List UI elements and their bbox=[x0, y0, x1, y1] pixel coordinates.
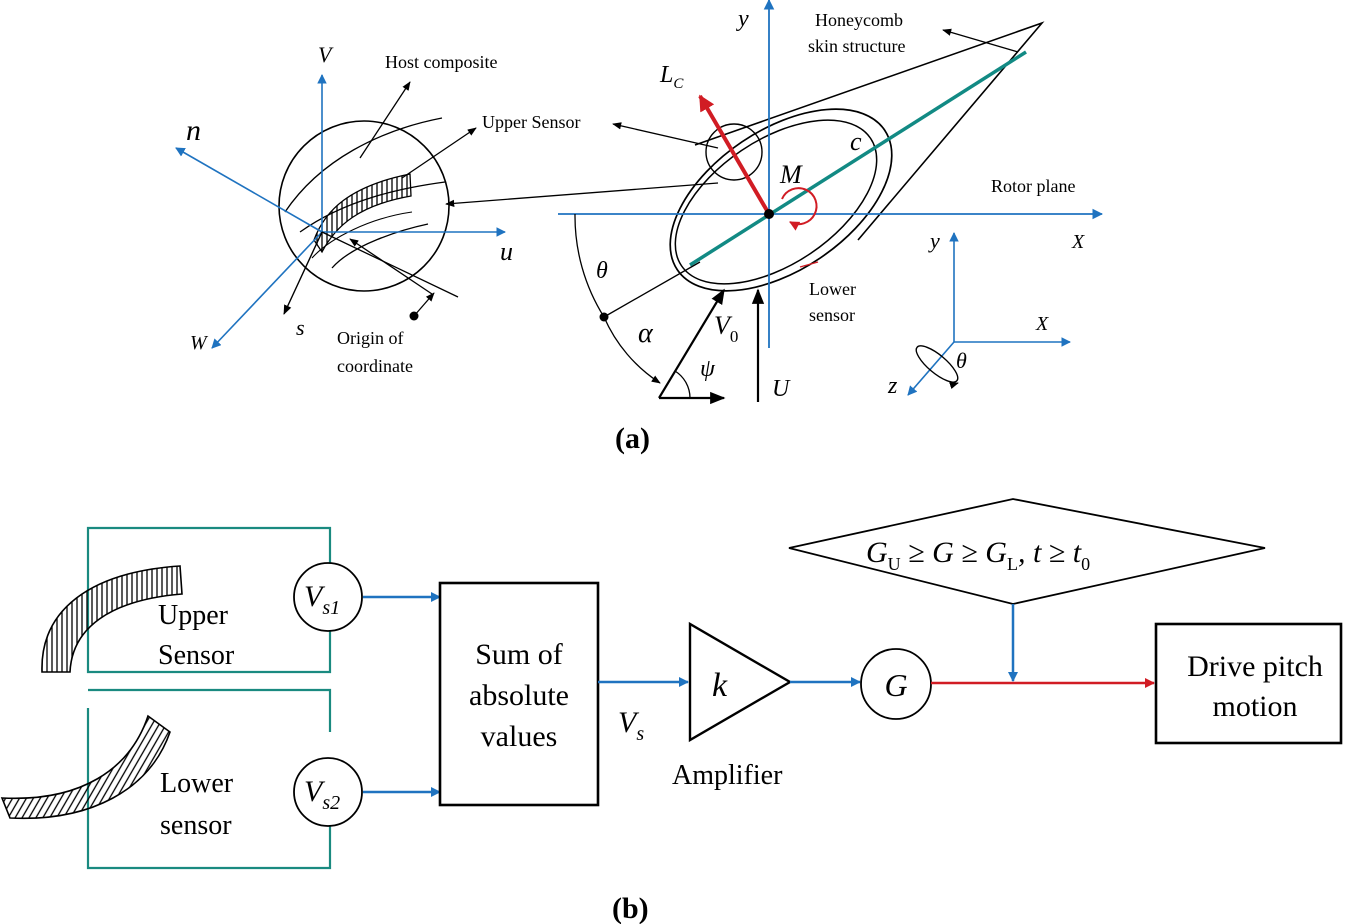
tangent-line bbox=[321, 231, 459, 298]
pitch-axis-dot bbox=[764, 209, 774, 219]
w-axis bbox=[211, 231, 323, 349]
lc-label: LC bbox=[659, 62, 684, 92]
upper-sensor-pointer bbox=[401, 127, 477, 179]
condition-diamond bbox=[788, 498, 1266, 605]
u-flow-label: U bbox=[772, 376, 791, 402]
honeycomb-wedge bbox=[694, 21, 1045, 241]
triad-z-axis bbox=[907, 341, 955, 396]
honeycomb-label-line2: skin structure bbox=[808, 36, 905, 56]
lower-sensor-text-line1: Lower bbox=[160, 768, 234, 799]
upper-sensor-label: Upper Sensor bbox=[482, 112, 580, 132]
condition-text: GU ≥ G ≥ GL, t ≥ t0 bbox=[866, 536, 1090, 574]
alpha-arc bbox=[603, 316, 661, 384]
airfoil-outer bbox=[669, 108, 893, 292]
vs2-label: Vs2 bbox=[304, 775, 340, 814]
lift-arrow bbox=[698, 94, 771, 216]
lower-sensor-text-line2: sensor bbox=[160, 810, 232, 841]
host-layer-curve bbox=[311, 211, 413, 259]
alpha-label: α bbox=[638, 318, 654, 349]
moment-label: M bbox=[779, 160, 803, 189]
origin-pointer bbox=[413, 292, 435, 317]
v-axis-label: V bbox=[318, 42, 334, 67]
n-axis bbox=[175, 147, 323, 233]
triad-rotation-arrow bbox=[949, 382, 959, 390]
sum-text-line3: values bbox=[481, 720, 558, 753]
vs1-node bbox=[293, 562, 363, 632]
host-composite-label: Host composite bbox=[385, 52, 498, 72]
drive-block bbox=[1154, 622, 1343, 745]
upper-sensor-text-line1: Upper bbox=[158, 600, 229, 631]
sum-text-line1: Sum of bbox=[475, 638, 563, 671]
v0-vector bbox=[658, 288, 725, 399]
vs-label: Vs bbox=[618, 706, 644, 745]
lower-sensor-label-line2: sensor bbox=[809, 305, 855, 325]
s-axis-label: s bbox=[296, 315, 305, 340]
angle-vertex-dot bbox=[599, 312, 609, 322]
v0-label: V0 bbox=[714, 311, 738, 346]
psi-arc bbox=[674, 370, 691, 399]
amplifier-triangle bbox=[688, 621, 793, 743]
drive-text-line1: Drive pitch bbox=[1187, 650, 1323, 683]
lower-sensor-shape bbox=[0, 714, 171, 820]
n-axis-label: n bbox=[186, 114, 201, 147]
airfoil-inner bbox=[674, 119, 878, 285]
caption-a: (a) bbox=[615, 422, 650, 455]
moment-arc bbox=[781, 187, 818, 231]
u-axis-label: u bbox=[500, 237, 513, 266]
origin-label-line1: Origin of bbox=[337, 328, 404, 348]
triad-rotation bbox=[915, 345, 959, 383]
honeycomb-pointer bbox=[942, 28, 1019, 53]
lower-sensor-mark bbox=[799, 261, 819, 268]
zoom-connector-upper bbox=[612, 122, 719, 149]
triad-y-label: y bbox=[928, 228, 940, 253]
host-layer-curve bbox=[331, 223, 429, 269]
vs1-label: Vs1 bbox=[304, 580, 340, 619]
upper-sensor-spot bbox=[705, 123, 763, 181]
amplifier-label: Amplifier bbox=[672, 760, 783, 791]
panel-a-sphere: V n u W s Host composite Upper Sensor Or… bbox=[175, 42, 719, 376]
lower-sensor-label-line1: Lower bbox=[809, 279, 856, 299]
panel-a-airfoil: y LC M c Honeycomb skin structure Rotor … bbox=[558, 0, 1104, 405]
triad-z-label: z bbox=[887, 373, 898, 399]
chord-line bbox=[689, 50, 1027, 267]
sum-text-line2: absolute bbox=[469, 679, 569, 712]
origin-arrow bbox=[349, 238, 433, 295]
zoom-connector bbox=[445, 182, 719, 207]
s-axis bbox=[283, 231, 323, 315]
y-axis-label: y bbox=[736, 6, 749, 32]
drive-text-line2: motion bbox=[1212, 690, 1297, 723]
vs2-node bbox=[293, 757, 363, 827]
host-composite-pointer bbox=[359, 81, 411, 159]
panel-b-block-diagram: Upper Sensor Lower sensor Vs1 Vs2 Sum of… bbox=[0, 498, 1343, 870]
x-axis-label: X bbox=[1071, 231, 1085, 253]
rotor-plane-label: Rotor plane bbox=[991, 176, 1075, 196]
w-axis-label: W bbox=[190, 332, 209, 354]
sum-block bbox=[438, 581, 600, 807]
upper-sensor-shape bbox=[41, 565, 183, 673]
triad-theta-label: θ bbox=[956, 348, 967, 373]
honeycomb-label-line1: Honeycomb bbox=[815, 10, 903, 30]
origin-dot bbox=[409, 311, 419, 321]
origin-label-line2: coordinate bbox=[337, 356, 413, 376]
host-layer-curve bbox=[284, 117, 443, 213]
g-node-label: G bbox=[884, 667, 907, 703]
theta-label: θ bbox=[596, 258, 608, 284]
gain-label: k bbox=[712, 667, 728, 704]
triad-x-label: X bbox=[1035, 313, 1049, 335]
caption-b: (b) bbox=[612, 892, 649, 924]
sphere-sensor-strip bbox=[313, 173, 412, 254]
theta-arc bbox=[574, 213, 605, 318]
theta-ref-line bbox=[603, 261, 701, 318]
psi-label: ψ bbox=[700, 356, 716, 382]
chord-label: c bbox=[850, 127, 862, 156]
upper-sensor-text-line2: Sensor bbox=[158, 640, 235, 671]
